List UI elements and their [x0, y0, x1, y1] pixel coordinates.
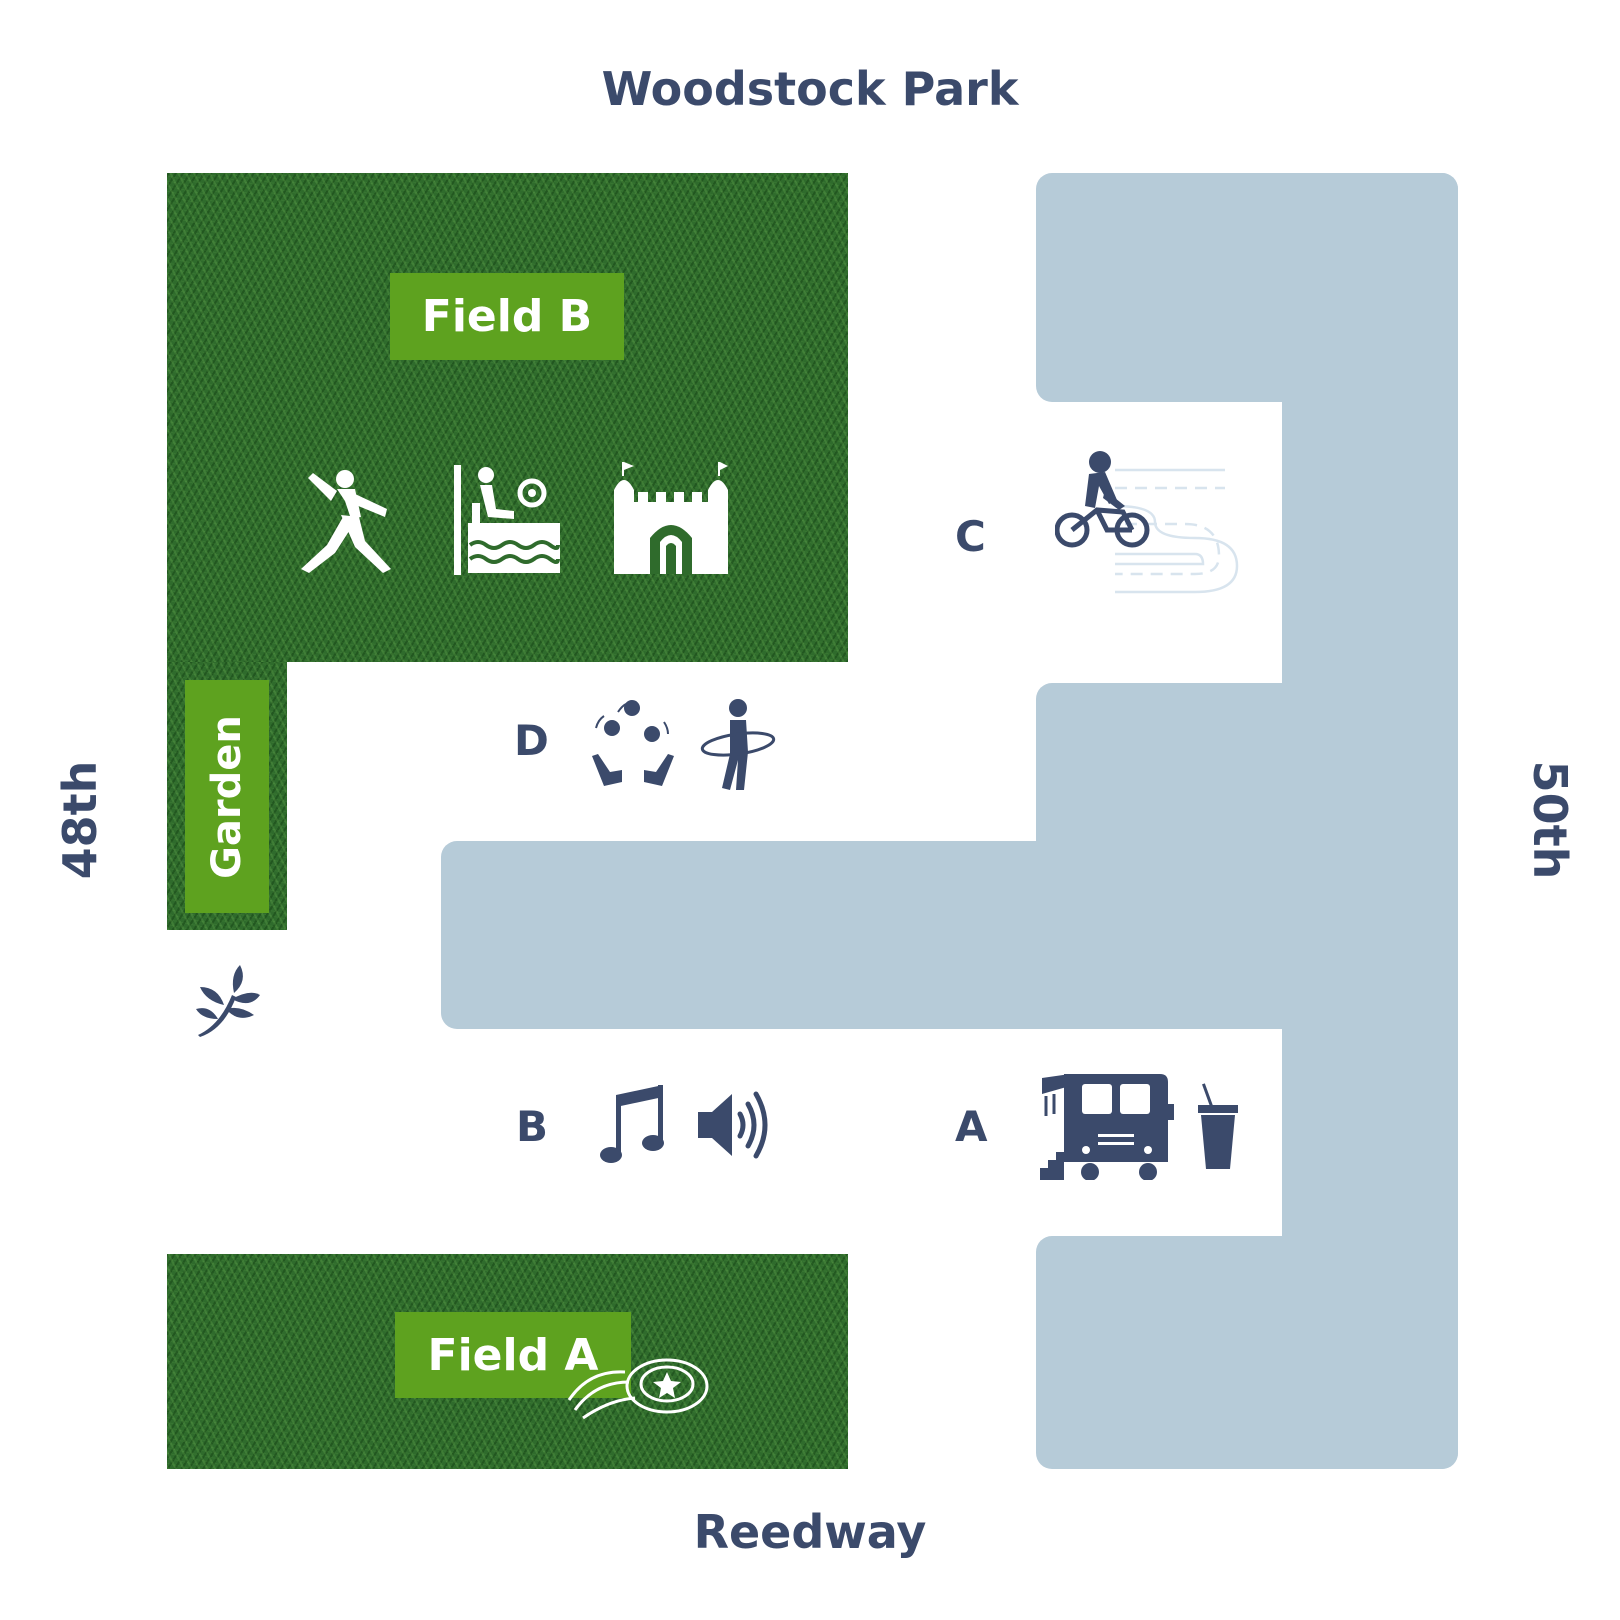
street-label-west: 48th — [53, 760, 107, 880]
street-label-north: Woodstock Park — [601, 62, 1019, 116]
zone-c-label: C — [955, 512, 986, 561]
bike-track-icon — [1055, 451, 1239, 594]
field-a-label: Field A — [395, 1312, 631, 1398]
zone-a-label: A — [955, 1102, 988, 1151]
dunk-tank-icon — [454, 465, 560, 575]
bounce-house-icon — [614, 462, 728, 574]
tai-chi-icon — [301, 470, 391, 573]
drink-cup-icon — [1198, 1083, 1238, 1169]
speaker-icon — [698, 1091, 768, 1159]
juggling-icon — [592, 700, 674, 786]
frisbee-icon — [567, 1358, 709, 1420]
food-truck-icon — [1040, 1074, 1174, 1180]
parking-lot-middle — [441, 841, 1458, 1029]
hula-hoop-icon — [700, 699, 776, 790]
music-note-icon — [600, 1085, 664, 1163]
plant-icon — [196, 965, 260, 1037]
field-b-label: Field B — [390, 273, 624, 360]
parking-lot-bottom — [1036, 1236, 1458, 1469]
garden-label: Garden — [204, 714, 251, 879]
street-label-east: 50th — [1523, 760, 1577, 880]
street-label-south: Reedway — [693, 1505, 927, 1559]
zone-b-label: B — [516, 1102, 549, 1151]
garden-label-box: Garden — [185, 680, 269, 913]
field-b-area — [167, 173, 848, 662]
zone-d-label: D — [514, 716, 549, 765]
field-a-area — [167, 1254, 848, 1469]
